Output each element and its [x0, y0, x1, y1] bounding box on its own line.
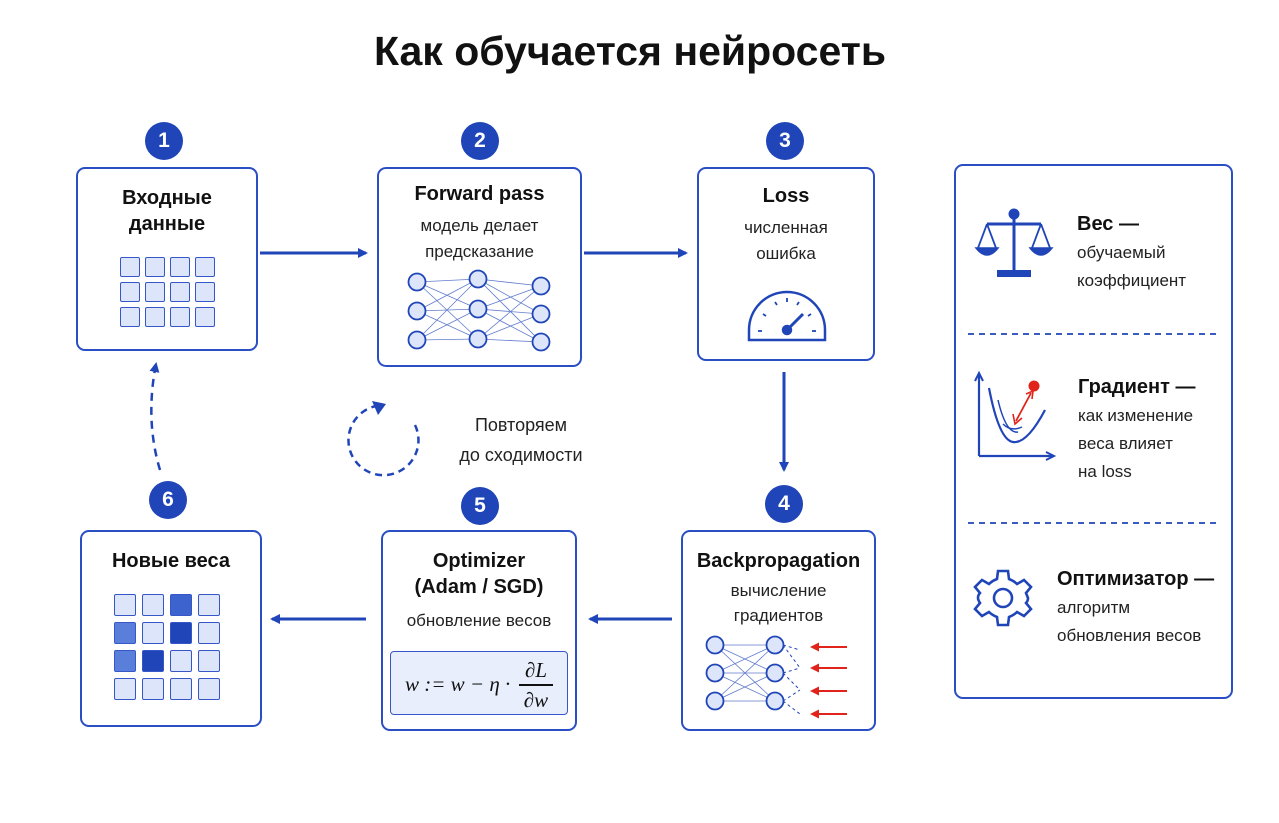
- legend-panel: [954, 164, 1233, 699]
- grid-cell: [198, 678, 220, 700]
- grid-cell: [170, 282, 190, 302]
- scales-icon: [974, 208, 1054, 277]
- forward-network-nodes: [407, 269, 551, 352]
- grid-cell: [170, 650, 192, 672]
- grid-cell: [198, 594, 220, 616]
- grid-cell: [120, 257, 140, 277]
- repeat-line1: Повторяем: [474, 415, 568, 435]
- legend-weight-text: Вес — обучаемый коэффициент: [1077, 210, 1186, 295]
- loss-box: Loss численная ошибка: [697, 167, 875, 361]
- formula-fraction: ∂L ∂w: [519, 658, 553, 712]
- gear-icon: [973, 569, 1033, 627]
- gradient-curve-icon: [974, 370, 1057, 461]
- legend-optimizer-term: Оптимизатор —: [1057, 568, 1215, 590]
- grid-cell: [120, 282, 140, 302]
- input-data-grid: [120, 257, 215, 327]
- forward-pass-sub-line1: модель делает: [420, 216, 539, 235]
- grid-cell: [145, 257, 165, 277]
- grid-cell: [170, 594, 192, 616]
- formula-denominator: ∂w: [523, 687, 549, 712]
- step-number-2: 2: [461, 122, 499, 160]
- grid-cell: [198, 622, 220, 644]
- grid-cell: [170, 307, 190, 327]
- legend-gradient-desc-line1: как изменение: [1078, 406, 1194, 425]
- forward-pass-title: Forward pass: [414, 183, 545, 205]
- input-data-title-line1: Входные: [122, 187, 212, 209]
- page-title: Как обучается нейросеть: [373, 28, 887, 74]
- backprop-dashed-outputs: [782, 644, 801, 715]
- new-weights-box: Новые веса: [80, 530, 262, 727]
- loss-sub-line2: ошибка: [756, 244, 816, 263]
- grid-cell: [198, 650, 220, 672]
- grid-cell: [145, 307, 165, 327]
- backprop-network-nodes: [705, 635, 785, 711]
- grid-cell: [145, 282, 165, 302]
- repeat-cycle-icon: [347, 401, 420, 477]
- step-number-4: 4: [765, 485, 803, 523]
- input-data-title-line2: данные: [128, 213, 206, 235]
- legend-gradient-term: Градиент —: [1078, 376, 1196, 398]
- formula-numerator: ∂L: [524, 658, 548, 682]
- grid-cell: [114, 678, 136, 700]
- legend-optimizer-text: Оптимизатор — алгоритм обновления весов: [1057, 565, 1214, 650]
- step-number-1: 1: [145, 122, 183, 160]
- step-number-5: 5: [461, 487, 499, 525]
- backpropagation-title: Backpropagation: [696, 550, 861, 572]
- grid-cell: [142, 594, 164, 616]
- grid-cell: [142, 622, 164, 644]
- gradient-red-arrows: [810, 642, 847, 719]
- legend-gradient-desc-line3: на loss: [1078, 462, 1132, 481]
- loss-title: Loss: [762, 185, 810, 207]
- weight-update-formula: w := w − η · ∂L ∂w: [390, 651, 568, 715]
- optimizer-sub-line1: обновление весов: [406, 611, 552, 630]
- backpropagation-sub-line2: градиентов: [733, 606, 824, 625]
- grid-cell: [170, 257, 190, 277]
- legend-optimizer-desc-line1: алгоритм: [1057, 598, 1131, 617]
- new-weights-grid: [114, 594, 220, 700]
- grid-cell: [114, 622, 136, 644]
- backpropagation-sub-line1: вычисление: [730, 581, 827, 600]
- legend-gradient-desc-line2: веса влияет: [1078, 434, 1173, 453]
- optimizer-title-line2: (Adam / SGD): [414, 576, 544, 598]
- legend-optimizer-desc-line2: обновления весов: [1057, 626, 1202, 645]
- forward-network-icon: [416, 278, 542, 343]
- grid-cell: [195, 257, 215, 277]
- repeat-until-convergence-text: Повторяем до сходимости: [446, 410, 596, 470]
- arrow-new-weights-to-input-dashed: [149, 362, 162, 471]
- loss-sub-line1: численная: [744, 218, 828, 237]
- gauge-icon: [747, 290, 827, 342]
- grid-cell: [120, 307, 140, 327]
- grid-cell: [195, 282, 215, 302]
- legend-weight-term: Вес —: [1077, 213, 1139, 235]
- grid-cell: [142, 650, 164, 672]
- grid-cell: [114, 650, 136, 672]
- grid-cell: [170, 678, 192, 700]
- legend-weight-desc-line2: коэффициент: [1077, 271, 1187, 290]
- formula-lhs: w := w − η ·: [405, 672, 511, 696]
- new-weights-title: Новые веса: [111, 550, 231, 572]
- step-number-3: 3: [766, 122, 804, 160]
- grid-cell: [170, 622, 192, 644]
- fraction-bar: [519, 684, 553, 686]
- backprop-network-icon: [714, 644, 776, 702]
- grid-cell: [142, 678, 164, 700]
- repeat-line2: до сходимости: [459, 445, 583, 465]
- optimizer-title-line1: Optimizer: [432, 550, 526, 572]
- step-number-6: 6: [149, 481, 187, 519]
- grid-cell: [195, 307, 215, 327]
- forward-pass-sub-line2: предсказание: [425, 242, 534, 261]
- legend-gradient-text: Градиент — как изменение веса влияет на …: [1078, 373, 1195, 486]
- legend-weight-desc-line1: обучаемый: [1077, 243, 1166, 262]
- grid-cell: [114, 594, 136, 616]
- input-data-box: Входные данные: [76, 167, 258, 351]
